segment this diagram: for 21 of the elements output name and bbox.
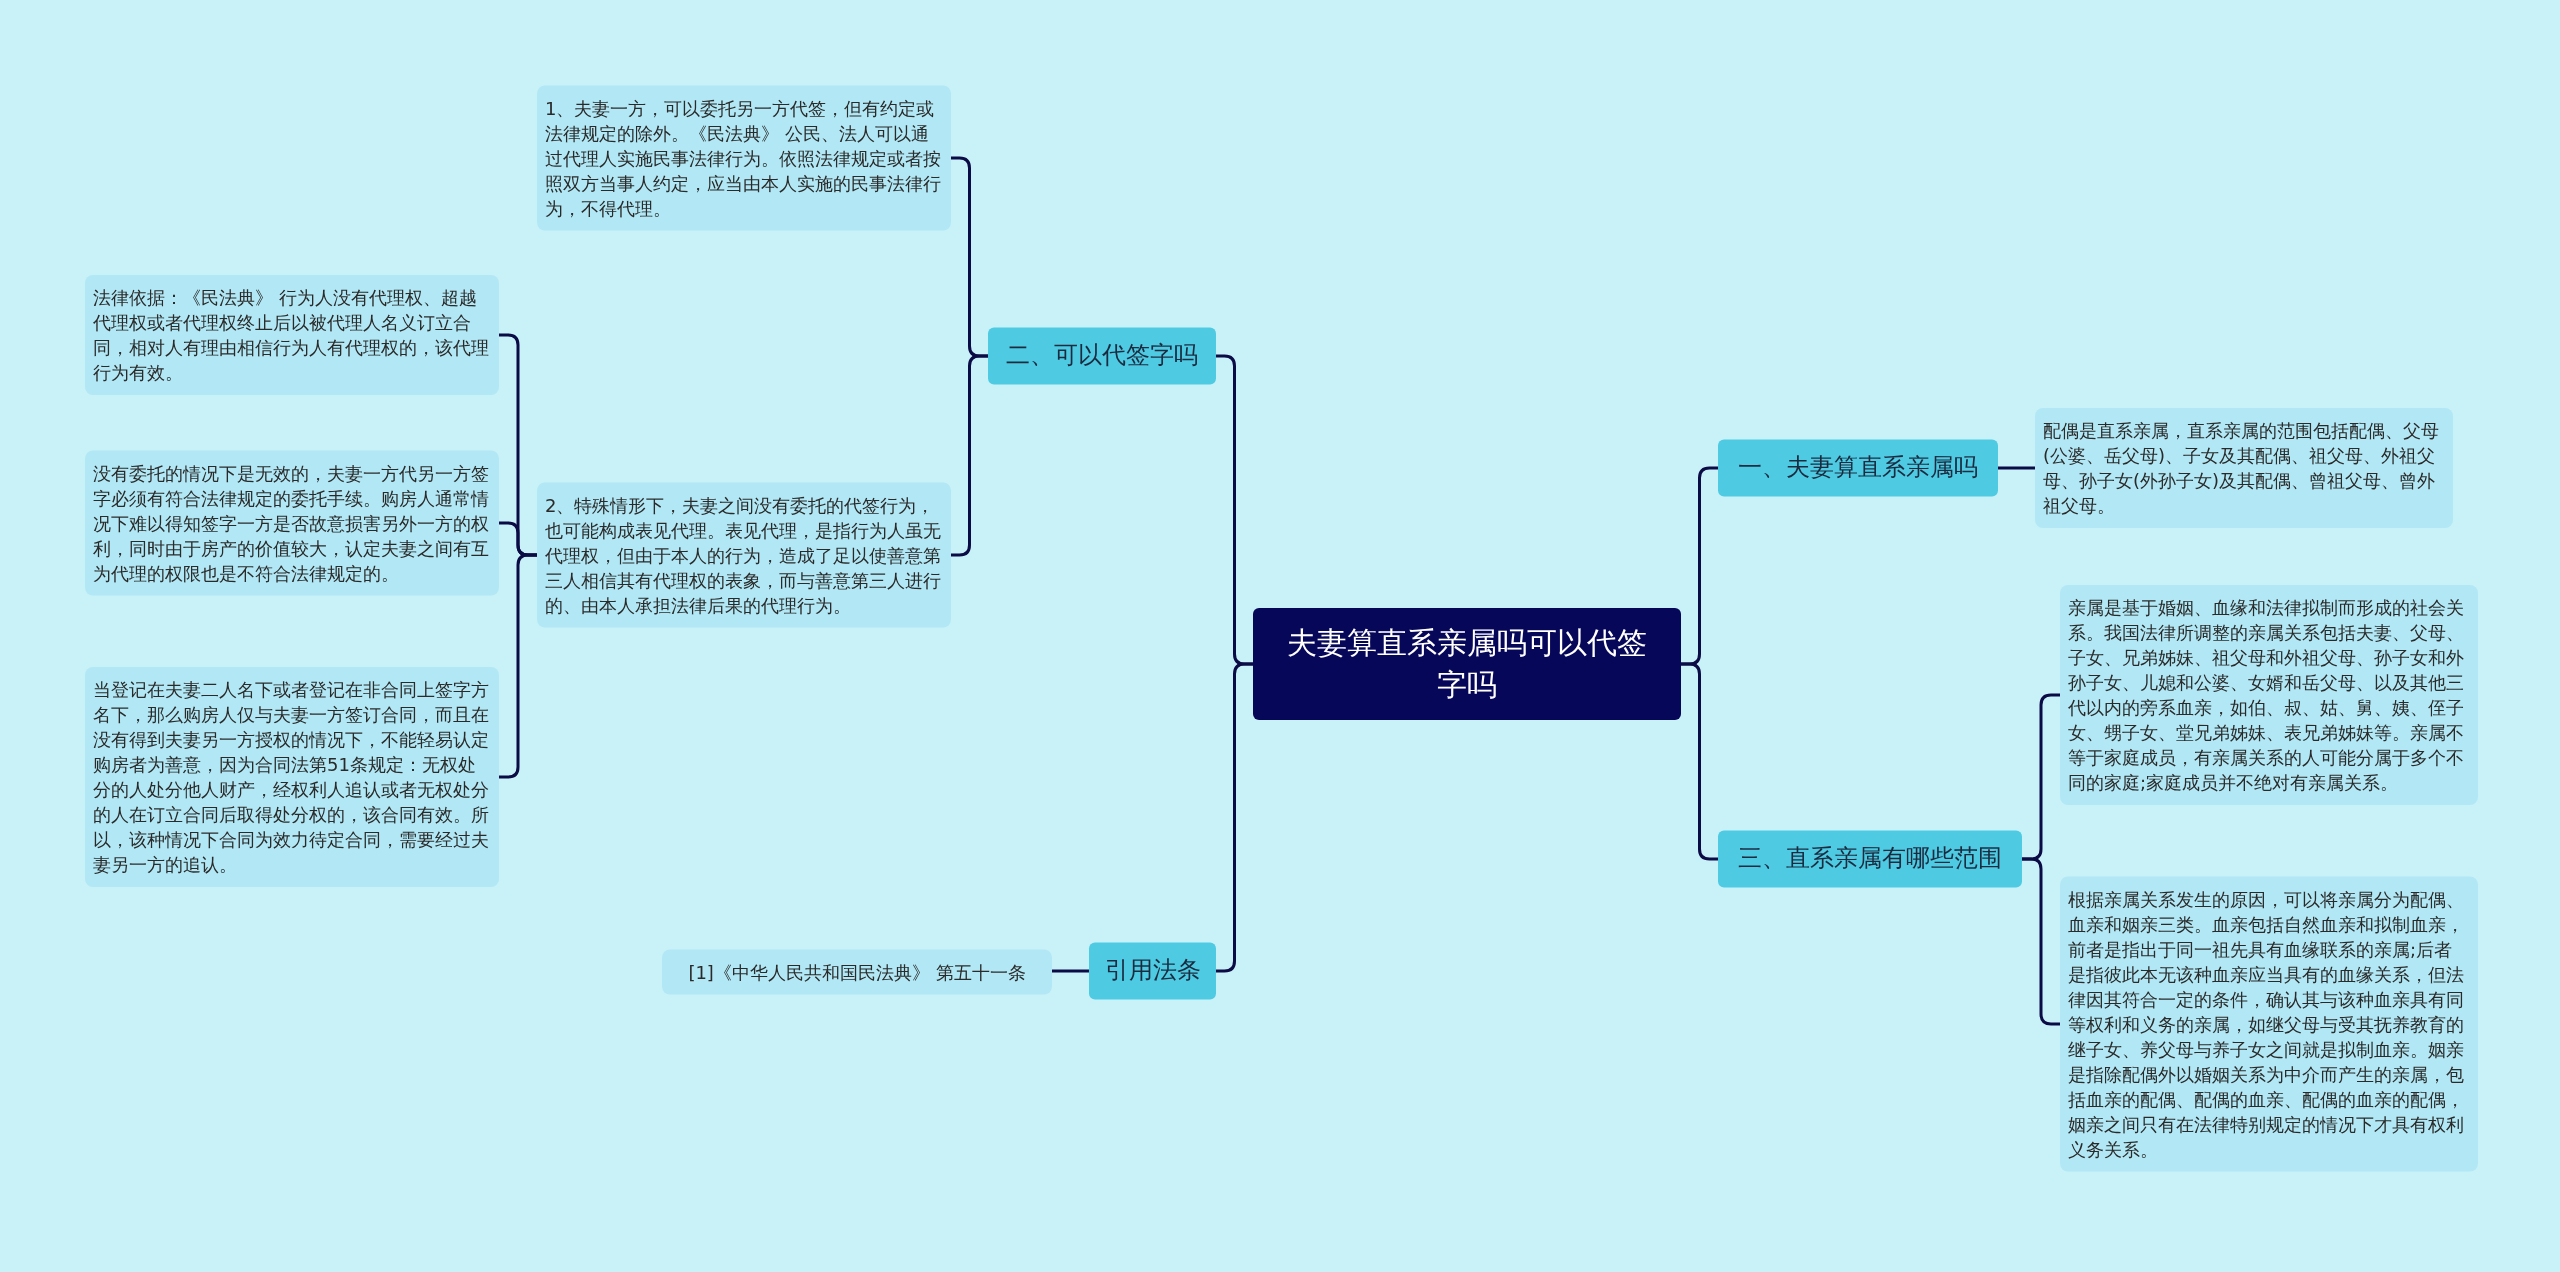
central-topic: 夫妻算直系亲属吗可以代签字吗 [1253,608,1681,720]
branch-topic: 引用法条 [1089,942,1216,1000]
connector-line [2022,857,2060,1026]
connector-line [1998,466,2035,470]
branch-topic: 一、夫妻算直系亲属吗 [1718,439,1998,497]
branch-topic: 三、直系亲属有哪些范围 [1718,830,2022,888]
connector-line [499,553,537,779]
note-card: 法律依据：《民法典》 行为人没有代理权、超越代理权或者代理权终止后以被代理人名义订立合同，相对人有理由相信行为人有代理权的，该代理行为有效。 [85,275,499,395]
note-card: 当登记在夫妻二人名下或者登记在非合同上签字方名下，那么购房人仅与夫妻一方签订合同，而且在没有得到夫妻另一方授权的情况下，不能轻易认定购房者为善意，因为合同法第51条规定：无权处分的人处分他人财产，经权利人追认或者无权处分的人在订立合同后取得处分权的，该合同有效。所以，该种情况下合同为效力待定合同，需要经过夫妻另一方的追认。 [85,667,499,887]
note-card: 根据亲属关系发生的原因，可以将亲属分为配偶、血亲和姻亲三类。血亲包括自然血亲和拟制血亲，前者是指出于同一祖先具有血缘联系的亲属;后者是指彼此本无该种血亲应当具有的血缘关系，但法律因其符合一定的条件，确认其与该种血亲具有同等权利和义务的亲属，如继父母与受其抚养教育的继子女、养父母与养子女之间就是拟制血亲。姻亲是指除配偶外以婚姻关系为中介而产生的亲属，包括血亲的配偶、配偶的血亲、配偶的血亲的配偶，姻亲之间只有在法律特别规定的情况下才具有权利义务关系。 [2060,876,2478,1172]
note-card: [1]《中华人民共和国民法典》 第五十一条 [662,949,1052,995]
connector-line [1052,969,1089,973]
note-card: 亲属是基于婚姻、血缘和法律拟制而形成的社会关系。我国法律所调整的亲属关系包括夫妻、父母、子女、兄弟姊妹、祖父母和外祖父母、孙子女和外孙子女、儿媳和公婆、女婿和岳父母、以及其他三代以内的旁系血亲，如伯、叔、姑、舅、姨、侄子女、甥子女、堂兄弟姊妹、表兄弟姊妹等。亲属不等于家庭成员，有亲属关系的人可能分属于多个不同的家庭;家庭成员并不绝对有亲属关系。 [2060,585,2478,805]
connector-line [1681,662,1718,861]
note-card: 2、特殊情形下，夫妻之间没有委托的代签行为，也可能构成表见代理。表见代理，是指行为人虽无代理权，但由于本人的行为，造成了足以使善意第三人相信其有代理权的表象，而与善意第三人进行的、由本人承担法律后果的代理行为。 [537,482,951,628]
connector-line [1216,662,1253,973]
note-card: 1、夫妻一方，可以委托另一方代签，但有约定或法律规定的除外。《民法典》 公民、法人可以通过代理人实施民事法律行为。依照法律规定或者按照双方当事人约定，应当由本人实施的民事法律行为，不得代理。 [537,85,951,231]
note-card: 没有委托的情况下是无效的，夫妻一方代另一方签字必须有符合法律规定的委托手续。购房人通常情况下难以得知签字一方是否故意损害另外一方的权利，同时由于房产的价值较大，认定夫妻之间有互为代理的权限也是不符合法律规定的。 [85,450,499,596]
note-card: 配偶是直系亲属，直系亲属的范围包括配偶、父母(公婆、岳父母)、子女及其配偶、祖父母、外祖父母、孙子女(外孙子女)及其配偶、曾祖父母、曾外祖父母。 [2035,408,2453,528]
branch-topic: 二、可以代签字吗 [988,327,1216,385]
connector-line [951,354,988,557]
